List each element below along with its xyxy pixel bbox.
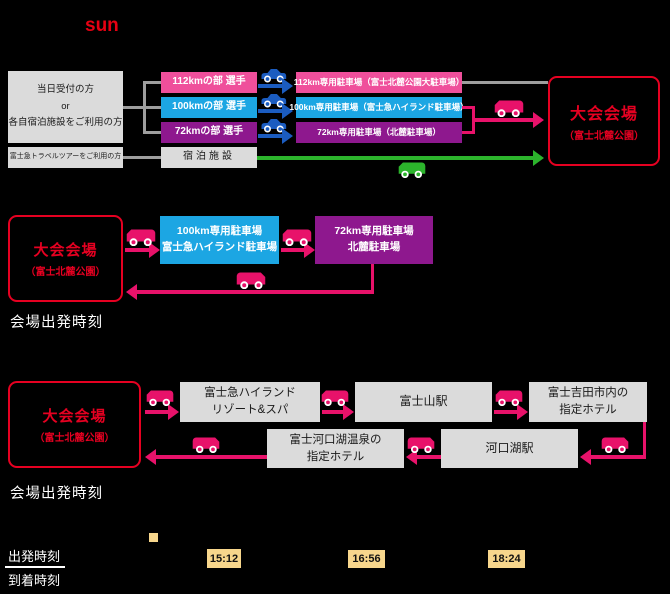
- parking-stop-100km-box: 100km専用駐車場 富士急ハイランド駐車場: [160, 216, 279, 264]
- connector-line: [143, 81, 146, 134]
- venue-subtitle: （富士北麓公園）: [25, 267, 106, 278]
- kawaguchiko-station-box: 河口湖駅: [441, 429, 578, 468]
- stop-line: 河口湖駅: [485, 440, 534, 455]
- stop-line: 指定ホテル: [559, 404, 617, 416]
- stop-line: 72km専用駐車場: [334, 225, 414, 238]
- stop-line: 富士急ハイランド駐車場: [161, 241, 278, 253]
- origin-self-line1: 当日受付の方: [36, 84, 94, 96]
- parking-100km-box: 100km専用駐車場（富士急ハイランド駐車場）: [289, 97, 469, 118]
- return-arrow: [126, 284, 374, 300]
- time-badge: 15:12: [207, 549, 241, 568]
- venue-subtitle: （富士北麓公園）: [34, 433, 115, 444]
- stop-line: リゾート&スパ: [211, 404, 289, 416]
- bus-icon: [126, 228, 156, 247]
- car-route-arrow: [258, 78, 293, 94]
- origin-tour-box: 富士急トラベルツアーをご利用の方: [8, 147, 123, 168]
- parking-72km-box: 72km専用駐車場（北麓駐車場）: [296, 122, 462, 143]
- car-route-arrow: [258, 103, 293, 119]
- origin-tour-label: 富士急トラベルツアーをご利用の方: [9, 153, 122, 161]
- bus-icon: [398, 161, 426, 179]
- athletes-112km-box: 112kmの部 選手: [161, 72, 257, 93]
- stop-line: 富士河口湖温泉の: [289, 433, 382, 446]
- departure-time-label: 会場出発時刻: [10, 486, 103, 502]
- onsen-hotels-box: 富士河口湖温泉の 指定ホテル: [267, 429, 404, 468]
- return-arrow: [580, 449, 646, 465]
- legend-arrival-label: 到着時刻: [8, 573, 61, 588]
- fujisan-station-box: 富士山駅: [355, 382, 492, 422]
- bus-icon: [321, 389, 349, 407]
- venue-subtitle: （富士北麓公園）: [564, 131, 644, 142]
- venue-box: 大会会場 （富士北麓公園）: [8, 381, 141, 468]
- connector-line: [123, 105, 143, 109]
- lodging-label: 宿泊施設: [183, 151, 235, 163]
- bus-icon: [282, 228, 312, 247]
- route-arrow: [145, 404, 179, 420]
- connector-line: [143, 131, 161, 134]
- parking-stop-72km-box: 72km専用駐車場 北麓駐車場: [315, 216, 433, 264]
- connector-line: [123, 156, 161, 159]
- route-arrow: [322, 404, 354, 420]
- connector-line: [462, 81, 548, 84]
- venue-title: 大会会場: [42, 408, 107, 425]
- origin-self-line2: or: [61, 100, 70, 112]
- parking-112km-label: 112km専用駐車場（富士北麓公園大駐車場）: [293, 77, 465, 88]
- sun-day-label: sun: [85, 15, 119, 36]
- bus-icon: [494, 99, 524, 118]
- venue-title: 大会会場: [33, 242, 98, 259]
- parking-72km-label: 72km専用駐車場（北麓駐車場）: [317, 127, 441, 138]
- connector-line: [643, 422, 646, 457]
- bus-icon: [236, 271, 266, 290]
- route-arrow: [494, 404, 528, 420]
- legend-swatch: [149, 533, 158, 542]
- connector-line: [462, 131, 475, 134]
- origin-self-line3: 各自宿泊施設をご利用の方: [8, 117, 123, 129]
- bus-icon: [192, 436, 220, 454]
- bus-icon: [495, 389, 523, 407]
- venue-box: 大会会場 （富士北麓公園）: [548, 76, 660, 166]
- legend-divider: [5, 566, 65, 568]
- car-icon: [260, 67, 287, 83]
- stop-line: 富士山駅: [399, 394, 448, 409]
- lodging-box: 宿泊施設: [161, 147, 257, 168]
- parking-100km-label: 100km専用駐車場（富士急ハイランド駐車場）: [289, 102, 469, 113]
- yoshida-hotels-box: 富士吉田市内の 指定ホテル: [529, 382, 647, 422]
- connector-line: [371, 264, 374, 292]
- legend-departure-label: 出発時刻: [8, 549, 61, 564]
- departure-time-label: 会場出発時刻: [10, 315, 103, 331]
- time-badge: 18:24: [488, 550, 525, 568]
- connector-line: [472, 106, 475, 134]
- route-arrow: [125, 242, 160, 258]
- route-arrow: [281, 242, 315, 258]
- resort-stop-box: 富士急ハイランド リゾート&スパ: [180, 382, 320, 422]
- athletes-112km-label: 112kmの部 選手: [172, 76, 246, 88]
- bus-icon: [601, 436, 629, 454]
- athletes-100km-box: 100kmの部 選手: [161, 97, 257, 118]
- connector-line: [462, 106, 475, 109]
- lodging-route-arrow: [257, 150, 544, 166]
- bus-icon: [146, 389, 174, 407]
- bus-icon: [407, 436, 435, 454]
- athletes-100km-label: 100kmの部 選手: [172, 101, 246, 113]
- connector-line: [143, 81, 161, 84]
- stop-line: 指定ホテル: [306, 450, 365, 463]
- return-arrow: [145, 449, 267, 465]
- venue-box: 大会会場 （富士北麓公園）: [8, 215, 123, 302]
- return-arrow: [406, 449, 441, 465]
- athletes-72km-label: 72kmの部 選手: [174, 126, 244, 138]
- stop-line: 富士急ハイランド: [204, 387, 296, 400]
- car-icon: [260, 117, 287, 133]
- shuttle-arrow-to-venue: [474, 112, 544, 128]
- stop-line: 北麓駐車場: [347, 241, 401, 253]
- car-route-arrow: [258, 128, 293, 144]
- stop-line: 富士吉田市内の: [547, 387, 629, 400]
- time-badge: 16:56: [348, 550, 385, 568]
- venue-title: 大会会場: [569, 106, 638, 123]
- origin-self-box: 当日受付の方 or 各自宿泊施設をご利用の方: [8, 71, 123, 143]
- athletes-72km-box: 72kmの部 選手: [161, 122, 257, 143]
- parking-112km-box: 112km専用駐車場（富士北麓公園大駐車場）: [293, 72, 465, 93]
- stop-line: 100km専用駐車場: [176, 225, 263, 238]
- connector-line: [146, 105, 161, 109]
